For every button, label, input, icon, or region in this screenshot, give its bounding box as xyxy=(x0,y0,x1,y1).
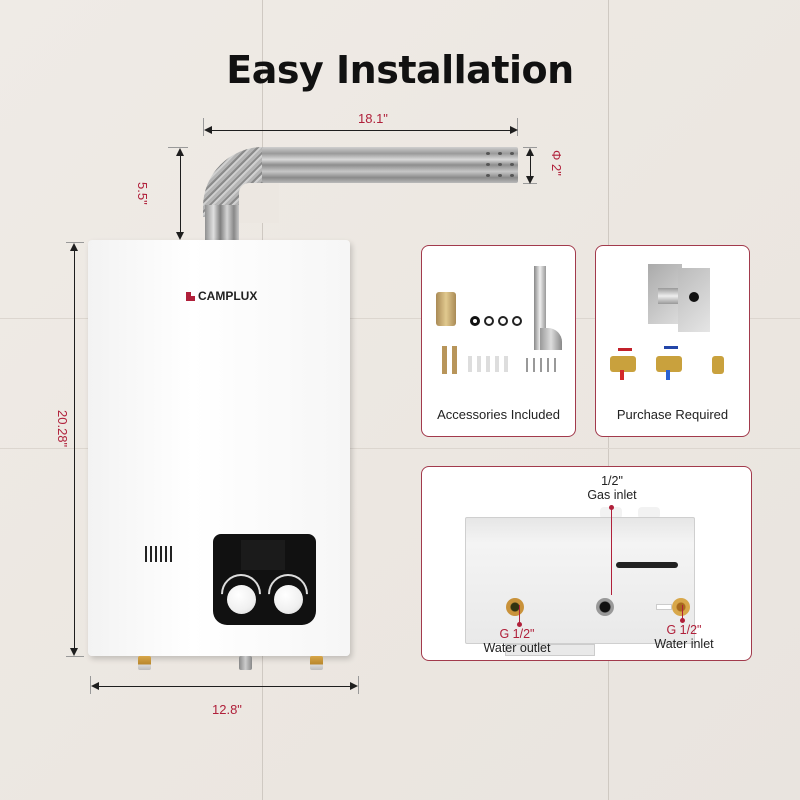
gas-inlet-size: 1/2" xyxy=(601,474,623,488)
accessories-included-label: Accessories Included xyxy=(437,407,560,422)
temperature-knob[interactable] xyxy=(274,585,303,614)
pressure-relief-valve-icon xyxy=(712,356,724,374)
water-inlet-size: G 1/2" xyxy=(666,623,702,637)
water-inlet-fitting xyxy=(310,656,323,670)
gas-inlet-port xyxy=(596,598,614,616)
wall-seam xyxy=(0,448,800,449)
cold-isolation-valve-icon xyxy=(656,346,682,380)
flue-vent-holes xyxy=(484,150,518,180)
unit-bottom-view xyxy=(465,517,695,644)
connections-card: 1/2" Gas inlet G 1/2" Water outlet G 1/2… xyxy=(421,466,752,661)
purchase-required-label: Purchase Required xyxy=(616,407,729,422)
unit-width-label: 12.8" xyxy=(212,702,242,717)
water-heater-unit: CAMPLUX xyxy=(88,240,350,656)
water-inlet-callout: G 1/2" Water inlet xyxy=(644,623,724,651)
flue-elbow-icon xyxy=(540,328,562,350)
wall-plate-front-icon xyxy=(678,268,710,332)
water-inlet-name: Water inlet xyxy=(654,637,714,651)
power-knob[interactable] xyxy=(227,585,256,614)
unit-height-label: 20.28" xyxy=(55,410,70,448)
page-title: Easy Installation xyxy=(226,48,574,92)
water-inlet-port xyxy=(672,598,690,616)
flue-diameter-label: Φ 2" xyxy=(549,150,564,176)
gas-inlet-name: Gas inlet xyxy=(587,488,637,502)
mounting-bracket xyxy=(505,644,595,656)
screws-icon xyxy=(526,358,556,372)
brand-mark-icon xyxy=(186,291,195,301)
gas-inlet-callout: 1/2" Gas inlet xyxy=(572,474,652,502)
accessories-included-card: Accessories Included xyxy=(421,245,576,437)
hot-isolation-valve-icon xyxy=(610,348,636,380)
purchase-required-card: Purchase Required xyxy=(595,245,750,437)
flue-pipe-vertical xyxy=(205,205,239,243)
water-inlet-leader xyxy=(682,605,683,621)
water-outlet-callout: G 1/2" Water outlet xyxy=(467,627,567,655)
nozzle-icon xyxy=(436,292,456,326)
wall-plugs-icon xyxy=(468,356,508,372)
water-outlet-leader xyxy=(519,605,520,625)
water-outlet-port xyxy=(506,598,524,616)
anchor-bolts-icon xyxy=(442,346,457,374)
drain-plug xyxy=(656,604,672,610)
wall-seam xyxy=(0,318,800,319)
water-outlet-size: G 1/2" xyxy=(499,627,535,641)
brand-name: CAMPLUX xyxy=(198,289,258,303)
gas-valve-slider xyxy=(616,562,678,568)
flue-height-label: 5.5" xyxy=(135,182,150,205)
air-vent xyxy=(145,546,172,562)
gas-inlet-fitting xyxy=(239,656,252,670)
control-panel xyxy=(212,534,317,625)
flue-length-label: 18.1" xyxy=(358,111,388,126)
water-outlet-name: Water outlet xyxy=(483,641,551,655)
brand-logo: CAMPLUX xyxy=(186,289,257,303)
gas-inlet-leader xyxy=(611,507,612,595)
flue-pipe-horizontal xyxy=(262,147,518,183)
gas-pipe-stub xyxy=(638,507,660,519)
gasket-rings-icon xyxy=(470,316,522,326)
display-screen xyxy=(241,540,285,570)
water-outlet-fitting xyxy=(138,656,151,670)
